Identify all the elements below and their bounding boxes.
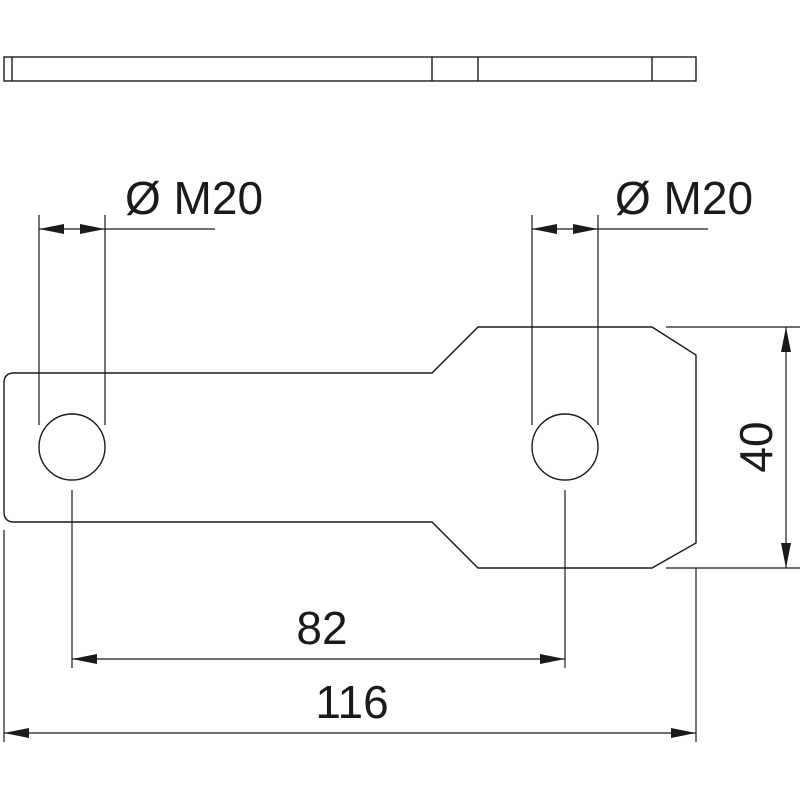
arrowhead	[573, 224, 598, 234]
arrowhead	[39, 224, 64, 234]
head-width-label: 40	[730, 421, 782, 472]
dimension-overall-length: 116	[3, 530, 697, 742]
arrowhead	[540, 654, 565, 664]
arrowhead	[671, 728, 696, 738]
dimension-head-width: 40	[666, 326, 800, 569]
arrowhead	[72, 654, 97, 664]
hole-right-label: Ø M20	[615, 172, 753, 224]
dimension-hole-right: Ø M20	[531, 172, 753, 425]
hole-spacing-label: 82	[296, 602, 347, 654]
hole-left	[38, 413, 106, 481]
side-view-outline	[3, 56, 697, 82]
arrowhead	[4, 728, 29, 738]
hole-right	[531, 413, 599, 481]
dimension-hole-spacing: 82	[71, 490, 566, 668]
arrowhead	[532, 224, 557, 234]
arrowhead	[80, 224, 105, 234]
arrowhead	[781, 327, 791, 352]
hole-left-label: Ø M20	[125, 172, 263, 224]
plate-outline	[3, 326, 697, 569]
overall-length-label: 116	[315, 676, 388, 728]
side-view	[3, 56, 697, 82]
dimension-hole-left: Ø M20	[38, 172, 263, 425]
arrowhead	[781, 543, 791, 568]
